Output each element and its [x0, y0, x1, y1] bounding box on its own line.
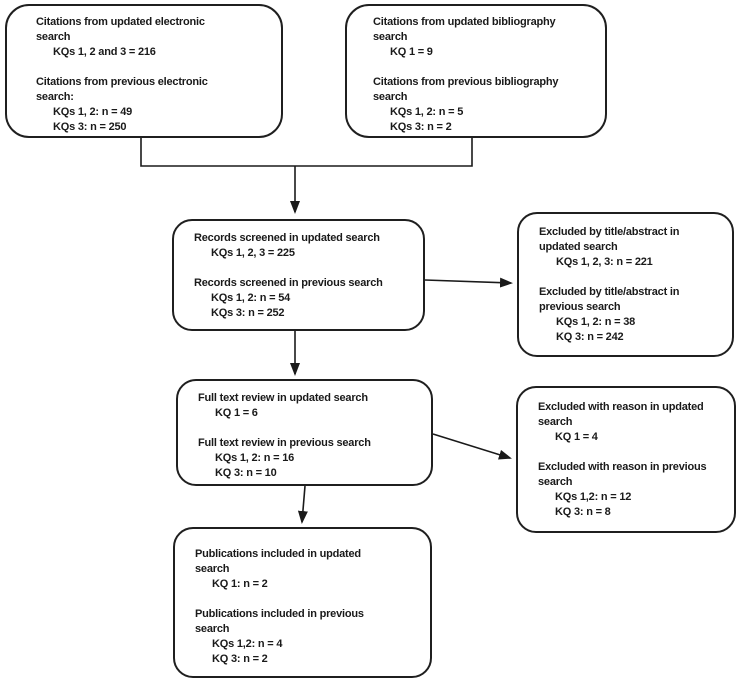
box-citations-updated-electronic: Citations from updated electronic search…	[5, 4, 283, 138]
box-item: KQ 3: n = 10	[215, 467, 277, 479]
box-section-title: Citations from previous electronic searc…	[36, 76, 208, 103]
box-item: KQs 1, 2, 3 = 225	[211, 247, 295, 259]
box-item: KQs 1,2: n = 4	[212, 638, 283, 650]
box-item: KQ 1 = 6	[215, 407, 258, 419]
box-item: KQs 1, 2, 3: n = 221	[556, 256, 653, 268]
box-section-title: Excluded with reason in previous search	[538, 461, 707, 488]
box-item: KQ 1 = 4	[555, 431, 598, 443]
box-item: KQ 3: n = 2	[212, 653, 268, 665]
box-item: KQs 3: n = 252	[211, 307, 285, 319]
box-item: KQ 3: n = 242	[556, 331, 624, 343]
box-section-title: Publications included in previous search	[195, 608, 364, 635]
arrow-fulltext-to-publications	[297, 485, 308, 524]
box-section-title: Excluded with reason in updated search	[538, 401, 704, 428]
box-item: KQs 1, 2: n = 16	[215, 452, 295, 464]
box-section-title: Citations from updated electronic search	[36, 16, 205, 43]
box-citations-updated-bibliography: Citations from updated bibliography sear…	[345, 4, 607, 138]
box-publications-included: Publications included in updated search …	[173, 527, 432, 678]
box-item: KQs 1, 2 and 3 = 216	[53, 46, 156, 58]
box-item: KQ 1: n = 2	[212, 578, 268, 590]
box-section-title: Excluded by title/abstract in previous s…	[539, 286, 680, 313]
box-section-title: Excluded by title/abstract in updated se…	[539, 226, 680, 253]
box-section-title: Records screened in updated search	[194, 232, 380, 244]
box-excluded-with-reason: Excluded with reason in updated search K…	[516, 386, 736, 533]
box-item: KQs 1, 2: n = 5	[390, 106, 464, 118]
box-section-title: Full text review in previous search	[198, 437, 371, 449]
box-item: KQs 1,2: n = 12	[555, 491, 632, 503]
box-item: KQs 1, 2: n = 38	[556, 316, 636, 328]
box-item: KQs 1, 2: n = 54	[211, 292, 291, 304]
connector-citations-merge	[140, 137, 473, 167]
box-item: KQ 1 = 9	[390, 46, 433, 58]
box-item: KQs 3: n = 250	[53, 121, 127, 133]
box-item: KQs 3: n = 2	[390, 121, 452, 133]
box-section-title: Records screened in previous search	[194, 277, 383, 289]
box-section-title: Citations from previous bibliography sea…	[373, 76, 559, 103]
arrow-fulltext-to-excluded	[432, 433, 512, 460]
box-section-title: Full text review in updated search	[198, 392, 368, 404]
arrow-records-to-excluded	[424, 277, 513, 288]
box-records-screened: Records screened in updated search KQs 1…	[172, 219, 425, 331]
box-section-title: Citations from updated bibliography sear…	[373, 16, 556, 43]
box-excluded-title-abstract: Excluded by title/abstract in updated se…	[517, 212, 734, 357]
box-item: KQ 3: n = 8	[555, 506, 611, 518]
box-full-text-review: Full text review in updated search KQ 1 …	[176, 379, 433, 486]
box-section-title: Publications included in updated search	[195, 548, 361, 575]
box-item: KQs 1, 2: n = 49	[53, 106, 133, 118]
